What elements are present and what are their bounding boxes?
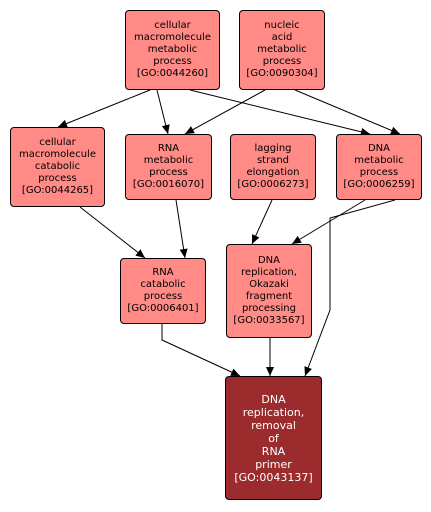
node-label-line: RNA [157, 143, 180, 154]
node-label-line: [GO:0006259] [343, 179, 415, 190]
node-label-line: catabolic [140, 279, 186, 290]
node-label-line: acid [271, 32, 293, 43]
node-label-line: processing [242, 303, 296, 314]
edge-line [79, 206, 146, 259]
node-label-line: catabolic [34, 161, 81, 172]
node-label-line: fragment [245, 291, 293, 302]
arrowhead [266, 367, 274, 376]
arrowhead [179, 248, 188, 258]
edge-line [294, 89, 401, 135]
node-label-line: cellular [39, 137, 76, 148]
arrowhead [390, 126, 400, 135]
arrowhead [161, 124, 170, 134]
node-label-line: DNA [257, 255, 281, 266]
node-label-line: replication, [241, 267, 297, 278]
node-label-line: replication, [242, 405, 305, 419]
node-label-line: metabolic [143, 155, 194, 166]
node-label-line: metabolic [257, 44, 307, 55]
arrowhead [230, 368, 240, 376]
node-label-line: macromolecule [19, 149, 96, 160]
node-label-line: RNA [261, 444, 286, 458]
edge-line [291, 199, 366, 245]
node-label-line: process [262, 56, 302, 67]
edge-line [175, 199, 186, 259]
edge-line [184, 89, 266, 135]
node-label-line: [GO:0006273] [237, 179, 309, 190]
arrowhead [135, 249, 145, 258]
node-label-line: DNA [261, 392, 286, 406]
edge-line [161, 324, 241, 377]
node-label-line: metabolic [354, 155, 404, 166]
arrowhead [58, 119, 68, 128]
node-label-line: [GO:0033567] [233, 315, 305, 326]
arrowhead [304, 366, 312, 376]
node-label-line: of [268, 431, 279, 445]
arrowhead [360, 127, 370, 136]
node-label-line: process [149, 167, 188, 178]
arrowhead [252, 234, 260, 244]
edge-line [189, 89, 371, 135]
node-label-line: [GO:0043137] [234, 470, 313, 484]
arrowhead [185, 126, 195, 134]
node-label-line: [GO:0090304] [246, 68, 318, 79]
node-label-line: process [38, 173, 77, 184]
node-label-line: [GO:0016070] [132, 179, 205, 190]
edge-line [57, 89, 151, 128]
node-label-line: process [359, 167, 399, 178]
node-label-line: process [143, 291, 183, 302]
node-label-line: cellular [154, 20, 191, 31]
node-label-line: macromolecule [134, 32, 211, 43]
node-label-line: strand [256, 155, 290, 166]
edge-line [304, 199, 396, 377]
node-label-line: [GO:0044265] [21, 185, 94, 196]
node-label-line: removal [251, 418, 296, 432]
node-label-line: Okazaki [249, 279, 289, 290]
node-label-line: process [153, 56, 192, 67]
node-label-line: [GO:0044260] [136, 68, 209, 79]
node-label-line: DNA [367, 143, 391, 154]
node-label-line: nucleic [264, 20, 300, 31]
node-label-line: elongation [246, 167, 300, 178]
node-label-line: metabolic [147, 44, 198, 55]
node-label-line: primer [255, 457, 292, 471]
node-label-line: lagging [254, 143, 292, 154]
node-label-line: RNA [152, 267, 174, 278]
node-label-line: [GO:0006401] [127, 303, 199, 314]
arrowhead [292, 235, 302, 244]
